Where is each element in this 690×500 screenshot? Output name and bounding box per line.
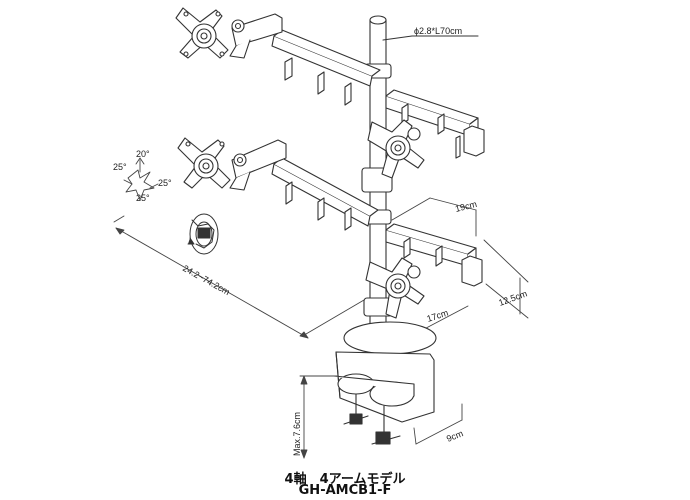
clamp-height-dimension-label: Max.7.6cm [292,412,302,456]
vesa-plate-upper-left [175,7,229,59]
clamp-depth-dimension-label: 9cm [445,428,465,444]
dimension-clamp-height [299,375,339,459]
dimension-clamp-depth [413,403,463,445]
desk-clamp [333,321,437,445]
angle-top-label: 20° [136,149,150,159]
angle-left-label: 25° [113,162,127,172]
arm-upper-left [229,13,381,106]
dimension-span [113,215,365,339]
vesa-plate-middle-left [177,137,231,189]
model-caption-code: GH-AMCB1-F [298,483,392,498]
swivel-rotation-icon [187,213,219,255]
arm-upper-right [385,89,485,159]
angle-right-label: 25° [158,178,172,188]
angle-bottom-label: 25° [136,193,150,203]
tilt-angle-indicator [123,157,159,201]
vesa-plate-upper-right [367,119,425,179]
vesa-plate-lower-right [365,257,425,319]
arm-middle-left [229,139,379,231]
model-caption-japanese: 4軸 4アームモデル [284,472,406,487]
arm-19-dimension-label: 19cm [454,199,478,214]
pole-collars [361,63,393,317]
span-dimension-label: 24.2~74.2cm [181,263,232,297]
vesa-12-5-dimension-label: 12.5cm [497,288,528,307]
arm-lower-right [385,223,483,287]
arm-17-dimension-label: 17cm [426,308,450,324]
dimension-vesa-12-5 [483,239,529,319]
dimension-arm-19 [391,197,477,237]
pole-dimension-label: ϕ2.8*L70cm [414,26,462,36]
